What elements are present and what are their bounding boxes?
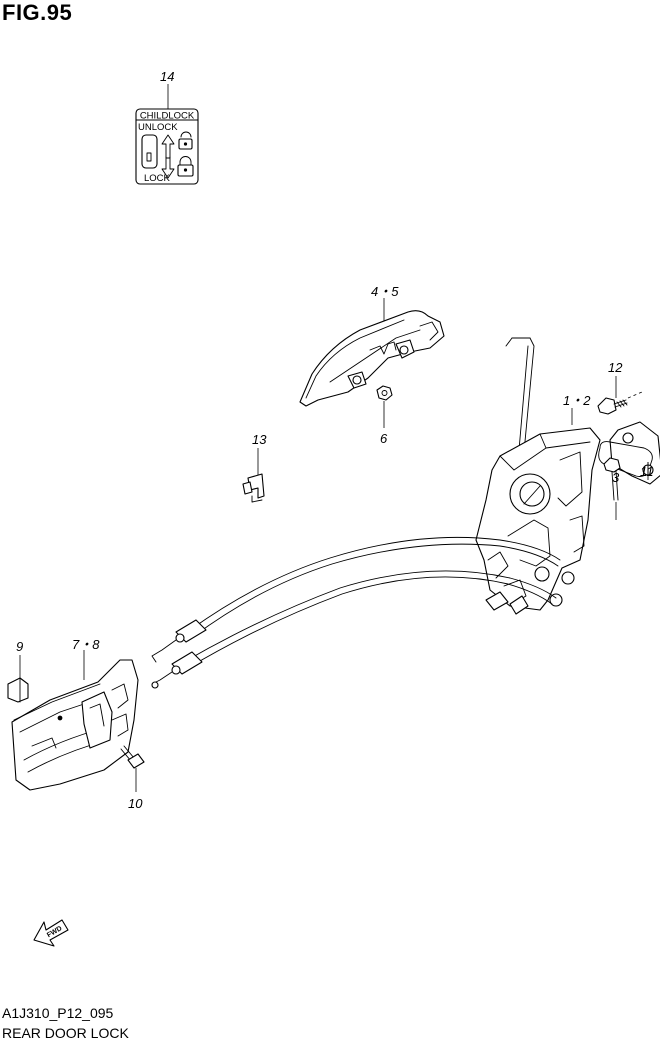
part-7-8-inside-handle bbox=[11, 650, 139, 791]
part-1-2-door-lock-assembly bbox=[475, 337, 601, 611]
part-13-clip bbox=[242, 448, 265, 503]
part-9-cap bbox=[7, 655, 29, 703]
part-12-screw bbox=[597, 376, 628, 415]
childlock-header: CHILDLOCK bbox=[140, 111, 195, 122]
callout-3: 3 bbox=[612, 470, 620, 485]
diagram-code: A1J310_P12_095 bbox=[2, 1005, 114, 1021]
control-cables bbox=[151, 536, 561, 689]
callout-1-2: 1・2 bbox=[563, 393, 591, 408]
callout-13: 13 bbox=[252, 432, 267, 447]
fwd-arrow-icon: FWD bbox=[33, 919, 69, 947]
part-4-5-outside-handle bbox=[299, 298, 445, 407]
callout-11: 11 bbox=[640, 464, 654, 479]
locked-padlock-icon bbox=[177, 156, 194, 177]
part-3-bolt bbox=[603, 457, 621, 520]
part-6-nut bbox=[376, 385, 393, 428]
unlocked-padlock-icon bbox=[178, 131, 193, 150]
part-10-screw bbox=[120, 745, 145, 792]
figure-title: FIG.95 bbox=[2, 0, 73, 25]
unlock-text: UNLOCK bbox=[138, 122, 178, 133]
callout-6: 6 bbox=[380, 431, 388, 446]
part-14-childlock-label: CHILDLOCK UNLOCK LOCK bbox=[135, 84, 199, 185]
dashed-leader bbox=[627, 391, 643, 399]
callout-12: 12 bbox=[608, 360, 623, 375]
callout-7-8: 7・8 bbox=[72, 637, 100, 652]
callout-4-5: 4・5 bbox=[371, 284, 399, 299]
diagram-name: REAR DOOR LOCK bbox=[2, 1025, 129, 1041]
lock-text: LOCK bbox=[144, 173, 171, 184]
callout-10: 10 bbox=[128, 796, 143, 811]
callout-14: 14 bbox=[160, 69, 174, 84]
callout-9: 9 bbox=[16, 639, 23, 654]
